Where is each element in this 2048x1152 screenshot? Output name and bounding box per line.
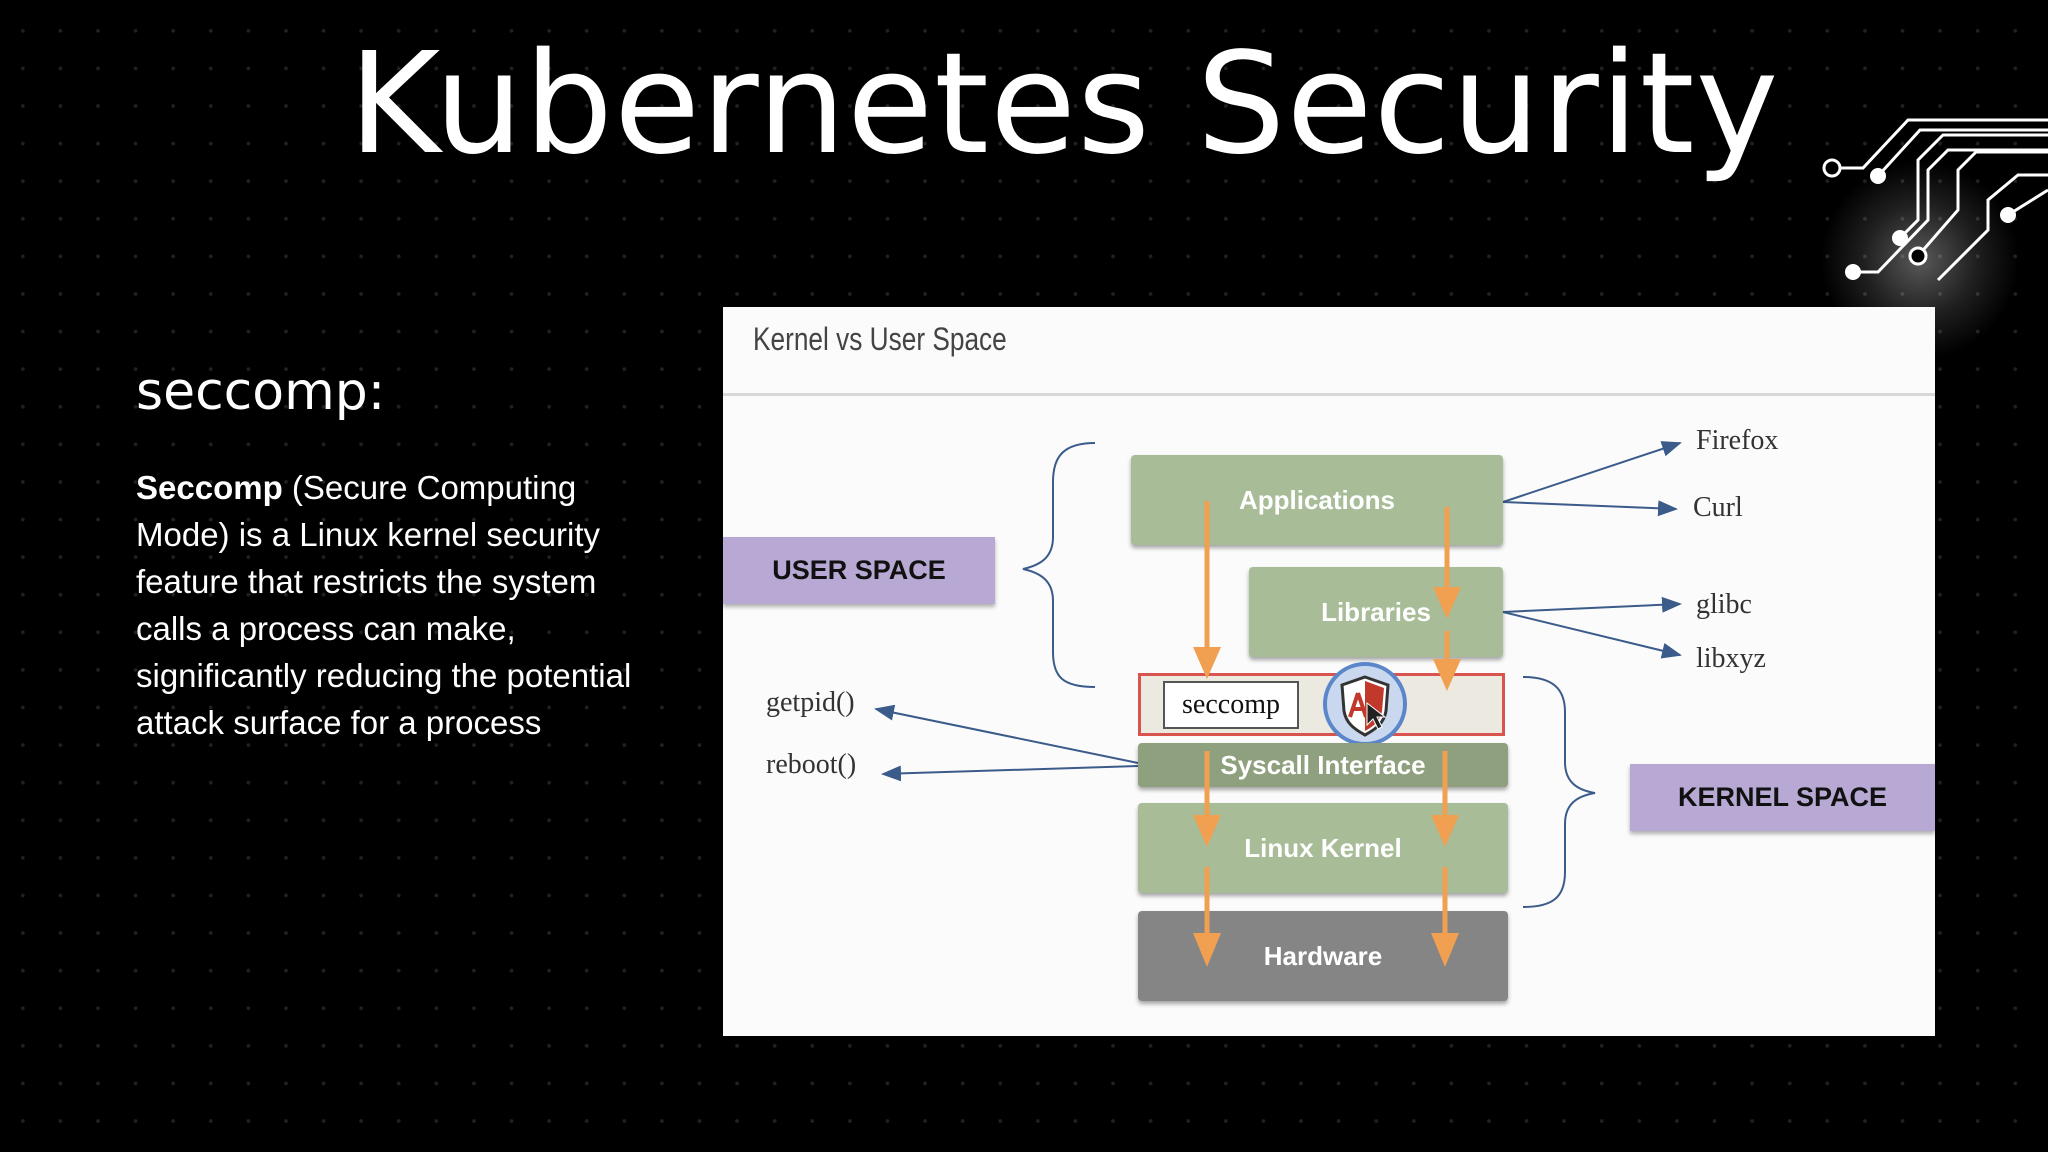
applications-to-firefox-arrow bbox=[1502, 441, 1682, 503]
section-heading: seccomp: bbox=[136, 362, 386, 422]
circuit-decoration-icon bbox=[1822, 118, 2048, 282]
flow-arrowhead-kernel-to-hardware-left bbox=[1193, 933, 1221, 967]
diagram-title: Kernel vs User Space bbox=[753, 321, 1007, 357]
user-space-brace bbox=[1022, 442, 1096, 688]
kernel-user-space-diagram: Kernel vs User Space USER SPACE KERNEL S… bbox=[723, 307, 1935, 1036]
slide-title: Kubernetes Security bbox=[348, 23, 1780, 186]
flow-arrowhead-syscall-to-kernel-right bbox=[1431, 815, 1459, 847]
seccomp-box: seccomp bbox=[1163, 681, 1299, 729]
libraries-box: Libraries bbox=[1249, 567, 1503, 657]
flow-arrowhead-kernel-to-hardware-right bbox=[1431, 933, 1459, 967]
target-glibc: glibc bbox=[1696, 589, 1752, 620]
applications-to-curl-arrow bbox=[1502, 500, 1678, 517]
kernel-space-brace bbox=[1522, 676, 1596, 908]
diagram-connectors bbox=[874, 441, 1682, 908]
flow-arrowhead-syscall-to-kernel-left bbox=[1193, 815, 1221, 847]
target-curl: Curl bbox=[1693, 492, 1743, 523]
flow-arrowhead-libraries-to-seccomp bbox=[1433, 659, 1461, 691]
applications-box: Applications bbox=[1131, 455, 1503, 545]
diagram-title-divider bbox=[723, 393, 1935, 396]
cursor-icon bbox=[1366, 701, 1387, 730]
syscall-to-getpid-arrow bbox=[874, 704, 1139, 764]
syscall-reboot: reboot() bbox=[766, 749, 857, 780]
description-bold-term: Seccomp bbox=[136, 469, 283, 506]
user-space-label: USER SPACE bbox=[723, 537, 995, 604]
kernel-space-label: KERNEL SPACE bbox=[1630, 764, 1935, 831]
target-firefox: Firefox bbox=[1696, 425, 1779, 456]
seccomp-description: Seccomp (Secure Computing Mode) is a Lin… bbox=[136, 464, 666, 746]
libraries-to-glibc-arrow bbox=[1502, 596, 1682, 613]
flow-arrowhead-app-to-seccomp bbox=[1193, 647, 1221, 679]
syscall-to-reboot-arrow bbox=[881, 765, 1139, 782]
target-libxyz: libxyz bbox=[1696, 643, 1766, 674]
flow-arrowhead-app-to-libraries bbox=[1433, 587, 1461, 619]
libraries-to-libxyz-arrow bbox=[1502, 611, 1682, 659]
orange-flow-arrows bbox=[1193, 501, 1461, 967]
syscall-getpid: getpid() bbox=[766, 687, 855, 718]
description-text: (Secure Computing Mode) is a Linux kerne… bbox=[136, 469, 632, 741]
